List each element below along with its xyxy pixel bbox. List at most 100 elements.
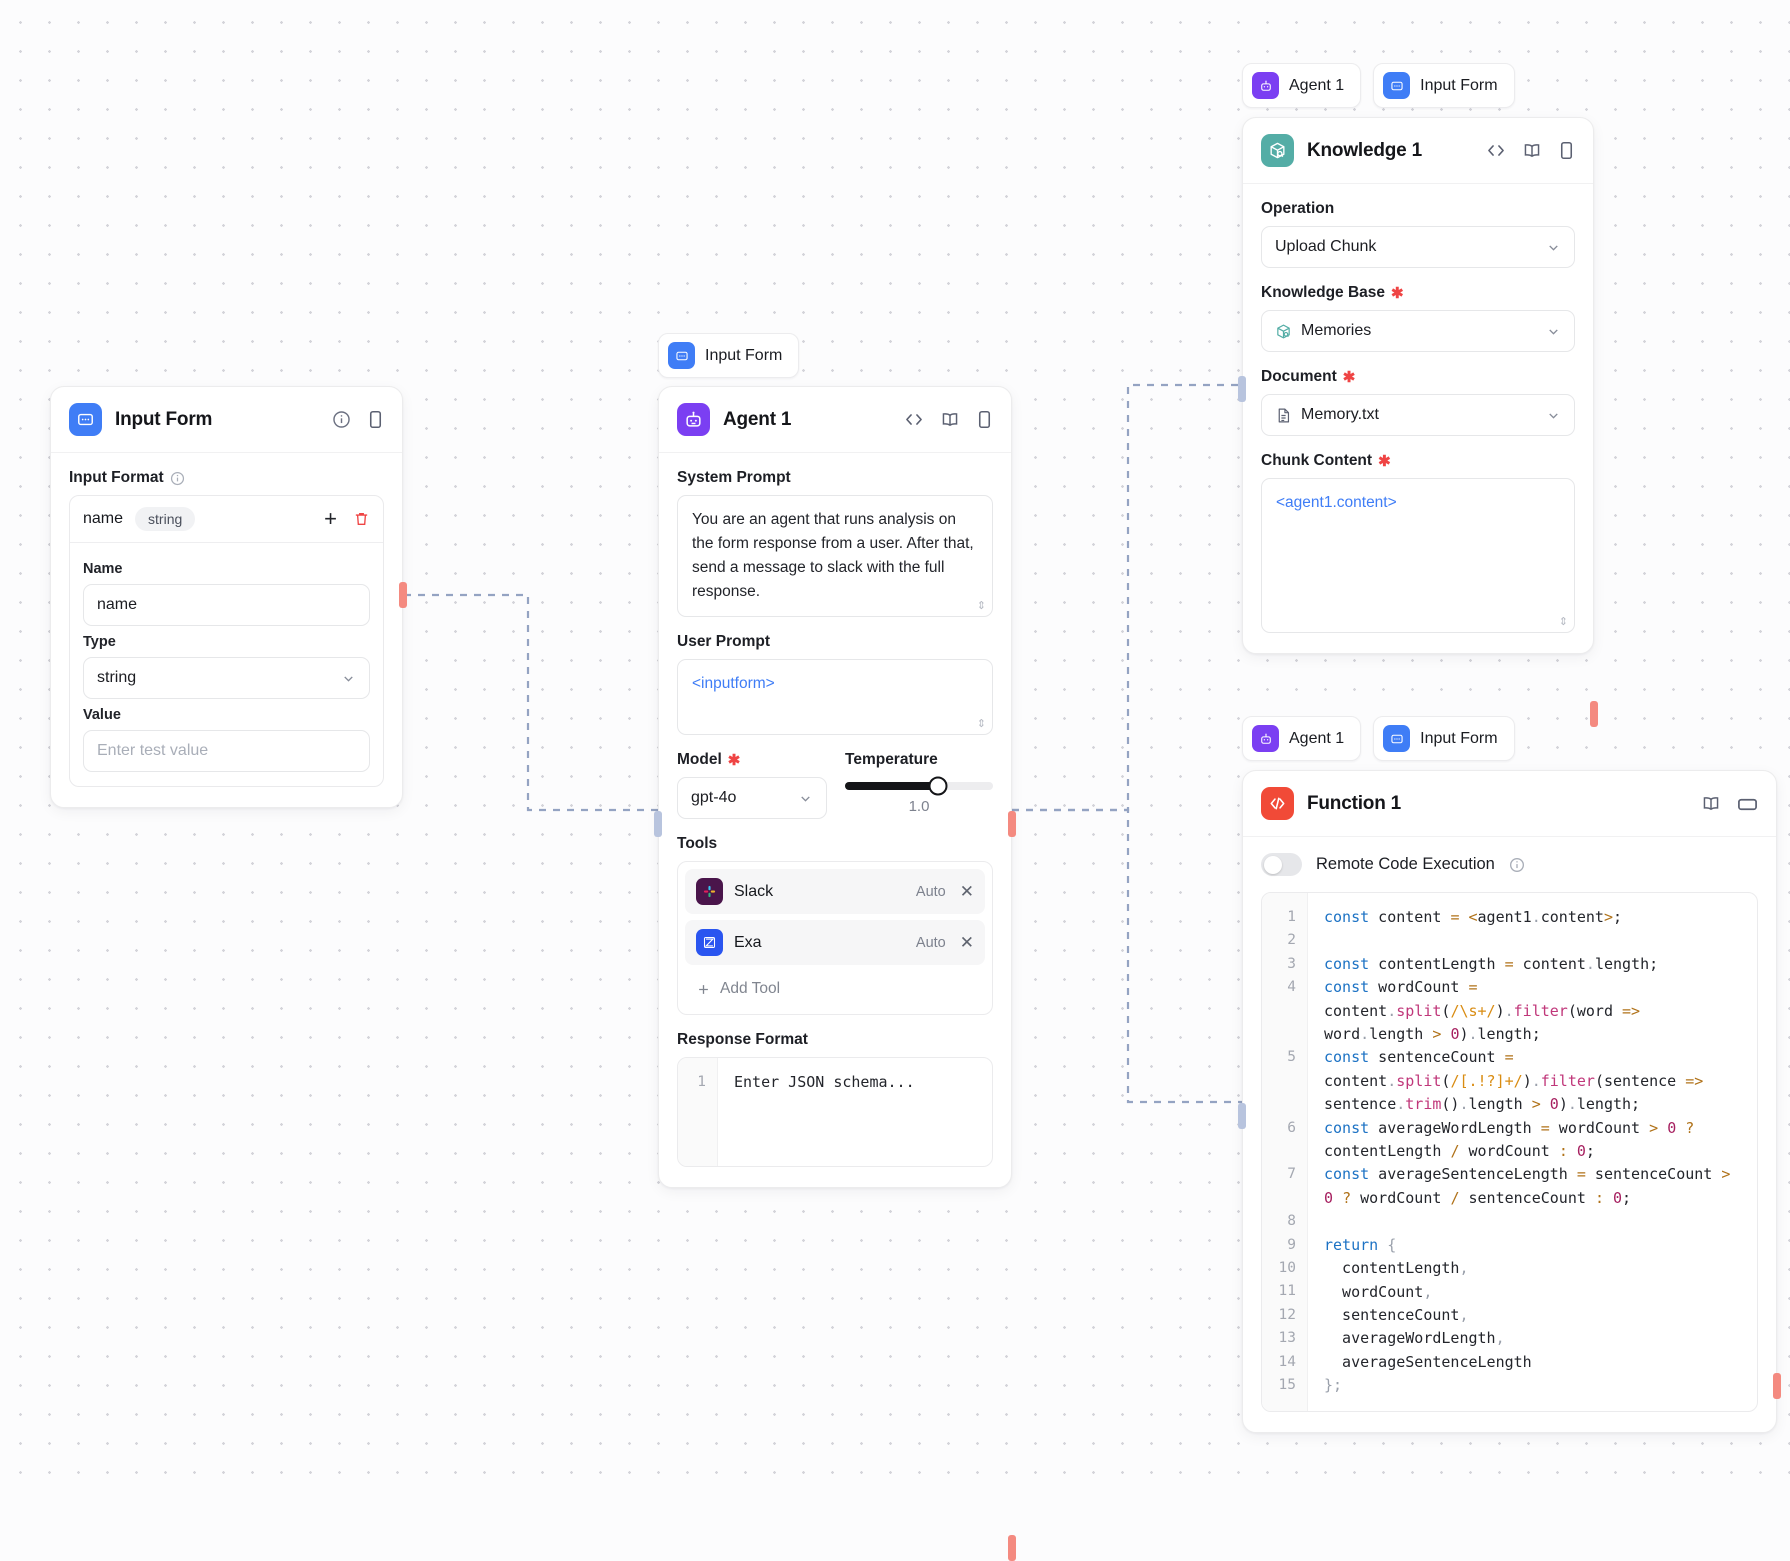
input-port[interactable] — [1238, 1103, 1246, 1129]
input-format-entry-header[interactable]: name string + — [70, 496, 383, 543]
code-line: }; — [1324, 1376, 1343, 1395]
badge-agent-1[interactable]: Agent 1 — [1242, 63, 1362, 108]
tool-mode[interactable]: Auto — [915, 934, 946, 951]
function-code-editor[interactable]: 1 2 3 4 5 6 7 8 9 10 11 12 13 14 15 cons… — [1261, 892, 1758, 1412]
close-icon[interactable]: ✕ — [959, 933, 974, 953]
badge-agent-1[interactable]: Agent 1 — [1242, 716, 1362, 761]
function-input-badges: Agent 1 Input Form — [1242, 716, 1515, 761]
window-icon[interactable] — [1737, 796, 1758, 812]
output-port-bottom[interactable] — [1008, 1535, 1016, 1561]
line-number: 9 — [1287, 1236, 1296, 1253]
type-select[interactable]: string — [83, 657, 370, 699]
code-brackets-icon — [1261, 787, 1294, 820]
info-icon[interactable] — [332, 410, 351, 429]
chunk-content-textarea[interactable]: <agent1.content> ⇕ — [1261, 478, 1575, 633]
input-port[interactable] — [1238, 376, 1246, 402]
temperature-slider[interactable] — [845, 776, 993, 796]
add-field-button[interactable]: + — [324, 506, 337, 531]
knowledge-icon — [1275, 323, 1292, 340]
user-prompt-textarea[interactable]: <inputform> ⇕ — [677, 659, 993, 736]
resize-handle-icon[interactable]: ⇕ — [976, 600, 986, 613]
badge-label: Input Form — [705, 346, 783, 364]
response-format-editor[interactable]: 1 Enter JSON schema... — [677, 1057, 993, 1168]
function-body: Remote Code Execution 1 2 3 4 5 6 7 8 9 … — [1243, 837, 1776, 1432]
agent-body: System Prompt You are an agent that runs… — [659, 453, 1011, 1187]
system-prompt-label: System Prompt — [677, 469, 791, 486]
info-icon[interactable] — [170, 471, 185, 486]
knowledge-base-select[interactable]: Memories — [1261, 310, 1575, 352]
close-icon[interactable]: ✕ — [959, 882, 974, 902]
book-icon[interactable] — [1701, 795, 1721, 813]
file-icon — [1275, 407, 1292, 424]
robot-icon — [1252, 72, 1279, 99]
form-icon — [668, 342, 695, 369]
panel-icon[interactable] — [367, 410, 384, 429]
book-icon[interactable] — [940, 411, 960, 429]
form-icon — [69, 403, 102, 436]
code-line: const sentenceCount = content.split(/[.!… — [1324, 1048, 1713, 1114]
knowledge-header: Knowledge 1 — [1243, 118, 1593, 184]
user-prompt-label: User Prompt — [677, 633, 771, 651]
document-select[interactable]: Memory.txt — [1261, 394, 1575, 436]
code-line: sentenceCount, — [1324, 1305, 1469, 1324]
node-knowledge-1[interactable]: Knowledge 1 Operation Upload — [1238, 117, 1598, 727]
node-agent-1[interactable]: Agent 1 System Prompt You are — [654, 386, 1016, 1561]
value-input[interactable]: Enter test value — [83, 730, 370, 772]
code-line — [1324, 1210, 1741, 1233]
badge-input-form[interactable]: Input Form — [1373, 716, 1515, 761]
node-function-1[interactable]: Function 1 Remote Code Execution — [1238, 770, 1781, 1433]
delete-icon[interactable] — [353, 510, 370, 528]
info-icon[interactable] — [1509, 857, 1525, 873]
code-line: const content = <agent1.content>; — [1324, 908, 1623, 926]
tool-row[interactable]: Exa Auto ✕ — [685, 920, 985, 966]
panel-icon[interactable] — [976, 410, 993, 429]
badge-input-form[interactable]: Input Form — [1373, 63, 1515, 108]
output-port[interactable] — [1008, 811, 1016, 837]
tool-mode[interactable]: Auto — [915, 883, 946, 900]
model-label: Model✱ — [677, 751, 741, 769]
code-line — [1324, 929, 1741, 952]
line-number: 8 — [1287, 1213, 1296, 1230]
code-icon[interactable] — [1486, 142, 1506, 159]
operation-select[interactable]: Upload Chunk — [1261, 226, 1575, 268]
temperature-label: Temperature — [845, 751, 938, 769]
temperature-value: 1.0 — [908, 798, 930, 816]
name-input[interactable]: name — [83, 584, 370, 626]
slider-handle[interactable] — [928, 776, 948, 796]
name-field-label: Name — [83, 561, 123, 577]
model-select[interactable]: gpt-4o — [677, 777, 827, 820]
output-port[interactable] — [1773, 1373, 1781, 1399]
code-line: contentLength, — [1324, 1259, 1469, 1278]
node-input-form[interactable]: Input Form Input Format — [50, 386, 407, 808]
response-format-label: Response Format — [677, 1031, 808, 1049]
slider-fill — [845, 782, 939, 791]
badge-input-form[interactable]: Input Form — [658, 333, 800, 378]
resize-handle-icon[interactable]: ⇕ — [976, 718, 986, 731]
line-number: 3 — [1287, 955, 1296, 972]
line-number: 14 — [1278, 1353, 1296, 1370]
output-port[interactable] — [1590, 701, 1598, 727]
book-icon[interactable] — [1522, 142, 1542, 160]
line-number: 4 — [1287, 979, 1296, 996]
robot-icon — [677, 403, 710, 436]
line-number: 13 — [1278, 1330, 1296, 1347]
remote-code-execution-toggle[interactable] — [1261, 853, 1302, 876]
add-tool-button[interactable]: Add Tool — [685, 971, 985, 1007]
entry-name: name — [83, 510, 124, 527]
output-port[interactable] — [399, 582, 407, 608]
function-header: Function 1 — [1243, 771, 1776, 837]
code-content: const content = <agent1.content>; const … — [1308, 893, 1757, 1411]
agent-header: Agent 1 — [659, 387, 1011, 453]
value-field-label: Value — [83, 707, 121, 723]
type-field-label: Type — [83, 634, 116, 650]
remote-code-execution-row: Remote Code Execution — [1261, 853, 1758, 876]
remote-code-execution-label: Remote Code Execution — [1316, 855, 1495, 873]
system-prompt-textarea[interactable]: You are an agent that runs analysis on t… — [677, 495, 993, 618]
resize-handle-icon[interactable]: ⇕ — [1558, 616, 1568, 628]
line-number: 5 — [1287, 1049, 1296, 1066]
code-icon[interactable] — [904, 411, 924, 428]
input-port[interactable] — [654, 811, 662, 837]
tool-row[interactable]: Slack Auto ✕ — [685, 869, 985, 915]
input-format-label: Input Format — [69, 469, 384, 487]
panel-icon[interactable] — [1558, 141, 1575, 160]
